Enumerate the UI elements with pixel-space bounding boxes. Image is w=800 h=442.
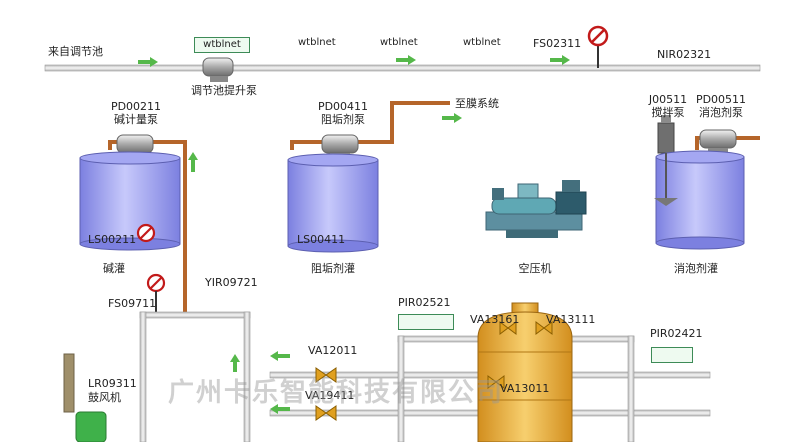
flow-arrow bbox=[270, 351, 290, 361]
va13011-label: VA13011 bbox=[500, 382, 550, 395]
mixer-code: J00511 bbox=[648, 93, 688, 106]
alkali-tank[interactable] bbox=[79, 151, 181, 251]
blower-label: 鼓风机 bbox=[88, 391, 121, 404]
net-label-2: wtblnet bbox=[298, 37, 336, 48]
to-membrane-label: 至膜系统 bbox=[455, 97, 499, 110]
va13161-valve[interactable] bbox=[499, 321, 517, 335]
va12011-label: VA12011 bbox=[308, 344, 358, 357]
flow-arrow bbox=[188, 152, 198, 172]
flow-arrow bbox=[442, 113, 462, 123]
va13111-label: VA13111 bbox=[546, 313, 596, 326]
alkali-pump-code: PD00211 bbox=[110, 100, 162, 113]
yir09721-label: YIR09721 bbox=[205, 276, 258, 289]
pir02421-value-box bbox=[651, 347, 693, 363]
alkali-tank-label: 碱灌 bbox=[103, 262, 125, 275]
pir02421-label: PIR02421 bbox=[650, 327, 703, 340]
va13111-valve[interactable] bbox=[535, 321, 553, 335]
scale-tank[interactable] bbox=[287, 153, 379, 253]
defoam-pump-code: PD00511 bbox=[695, 93, 747, 106]
air-compressor[interactable] bbox=[485, 180, 587, 238]
ls00411-label: LS00411 bbox=[297, 233, 346, 246]
defoam-tank-label: 消泡剂灌 bbox=[674, 262, 718, 275]
ls00211-label: LS00211 bbox=[88, 233, 137, 246]
flow-arrow bbox=[138, 57, 158, 67]
fs02311-label: FS02311 bbox=[533, 37, 582, 50]
flow-arrow bbox=[230, 354, 240, 372]
flow-arrow bbox=[270, 404, 290, 414]
fs09711-alarm-icon[interactable] bbox=[146, 273, 166, 293]
scale-pump-name: 阻垢剂泵 bbox=[321, 113, 365, 126]
pir02521-value-box bbox=[398, 314, 454, 330]
pir02521-label: PIR02521 bbox=[398, 296, 451, 309]
inlet-label: 来自调节池 bbox=[48, 45, 103, 58]
net-label-4: wtblnet bbox=[463, 37, 501, 48]
alkali-pump-name: 碱计量泵 bbox=[114, 113, 158, 126]
ls00211-alarm-icon[interactable] bbox=[136, 223, 156, 243]
defoam-pump-name: 消泡剂泵 bbox=[699, 106, 743, 119]
lr09311-label: LR09311 bbox=[88, 377, 137, 390]
nir02321-label: NIR02321 bbox=[657, 48, 712, 61]
watermark: 广州卡乐智能科技有限公司 bbox=[168, 378, 505, 408]
scale-pump-code: PD00411 bbox=[317, 100, 369, 113]
mixer-name: 搅拌泵 bbox=[651, 106, 685, 119]
va19411-valve[interactable] bbox=[315, 405, 337, 421]
flow-arrow bbox=[396, 55, 416, 65]
defoam-tank[interactable] bbox=[655, 150, 745, 250]
fs02311-alarm-icon[interactable] bbox=[587, 25, 609, 47]
mixer-motor[interactable] bbox=[657, 115, 675, 154]
net-label-3: wtblnet bbox=[380, 37, 418, 48]
fs09711-label: FS09711 bbox=[108, 297, 157, 310]
blower[interactable] bbox=[63, 353, 107, 442]
va13011-valve[interactable] bbox=[487, 375, 505, 389]
net-box-1[interactable]: wtblnet bbox=[194, 37, 250, 53]
flow-arrow bbox=[550, 55, 570, 65]
lift-pump[interactable] bbox=[202, 57, 234, 82]
main-inlet-pipe bbox=[44, 64, 761, 72]
defoam-dose-line bbox=[695, 136, 760, 150]
compressor-label: 空压机 bbox=[518, 262, 552, 275]
scale-dose-line bbox=[290, 101, 450, 150]
va13161-label: VA13161 bbox=[470, 313, 520, 326]
lift-pump-label: 调节池提升泵 bbox=[191, 84, 257, 97]
va12011-valve[interactable] bbox=[315, 367, 337, 383]
reactor-tank[interactable] bbox=[477, 302, 573, 442]
va19411-label: VA19411 bbox=[305, 389, 355, 402]
scale-tank-label: 阻垢剂灌 bbox=[311, 262, 355, 275]
